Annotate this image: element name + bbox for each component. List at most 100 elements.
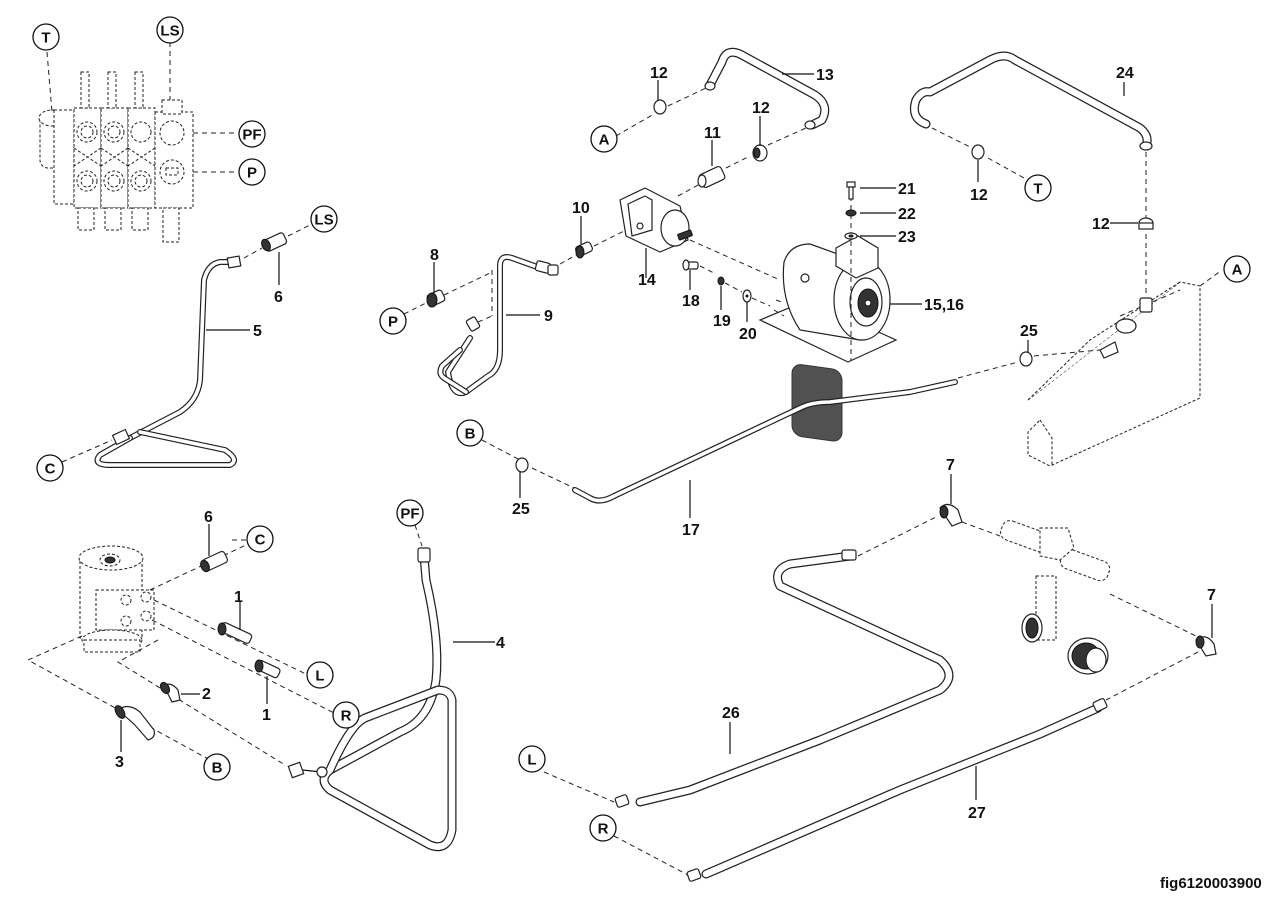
fitting-7-right: [1105, 604, 1217, 701]
callout-6: 6: [274, 289, 283, 306]
bolt-21: [846, 181, 896, 200]
hydraulic-tank: [1027, 269, 1223, 467]
marker-C: C: [246, 525, 274, 553]
callout-18: 18: [682, 293, 700, 310]
fitting-6-top: [261, 232, 288, 252]
fitting-11: [677, 140, 751, 197]
svg-text:B: B: [212, 760, 223, 777]
hydraulic-pump-14: [619, 187, 781, 281]
callout-5: 5: [253, 323, 262, 340]
callout-2: 2: [202, 686, 211, 703]
callout-1: 1: [234, 589, 243, 606]
pipe-5-ls: [61, 223, 313, 468]
marker-R: R: [332, 701, 360, 729]
marker-LS: LS: [310, 205, 338, 233]
callout-13: 13: [816, 67, 834, 84]
callout-25: 25: [512, 501, 530, 518]
svg-text:PF: PF: [242, 127, 261, 144]
callout-11: 11: [704, 125, 721, 142]
figure-id: fig6120003900: [1160, 875, 1262, 892]
svg-text:A: A: [599, 132, 610, 149]
callout-3: 3: [115, 754, 124, 771]
marker-B: B: [203, 753, 231, 781]
marker-P: P: [238, 158, 266, 186]
callout-20: 20: [739, 326, 757, 343]
callout-7: 7: [946, 457, 955, 474]
svg-text:R: R: [341, 708, 352, 725]
washer-23: [844, 232, 896, 240]
marker-B: B: [456, 419, 484, 447]
hose-26: [543, 549, 954, 808]
electric-motor: [758, 196, 922, 442]
clamp-25-a: [515, 457, 529, 498]
steering-unit: [26, 539, 337, 766]
callout-26: 26: [722, 705, 740, 722]
callout-numbers: 1 1 2 3 4 5 6 6 7 7 8 9 10 11 12 12 12 1…: [115, 65, 1216, 822]
callout-17: 17: [682, 522, 700, 539]
callout-1: 1: [262, 707, 271, 724]
fitting-3-elbow45: [114, 705, 155, 752]
control-valve-assembly: [38, 42, 238, 243]
marker-P: P: [379, 307, 407, 335]
pipe-9: [437, 254, 559, 396]
callout-8: 8: [430, 247, 439, 264]
marker-A: A: [590, 125, 618, 153]
marker-T: T: [1024, 174, 1052, 202]
hose-27: [613, 697, 1108, 882]
svg-text:C: C: [255, 532, 266, 549]
steering-cylinder: [961, 520, 1197, 675]
callout-22: 22: [898, 206, 916, 223]
fitting-6-bottom: [200, 524, 229, 573]
hose-13: [615, 47, 830, 146]
lock-washer-22: [845, 209, 896, 217]
callout-6: 6: [204, 509, 213, 526]
callout-24: 24: [1116, 65, 1134, 82]
callout-12: 12: [752, 100, 770, 117]
fitting-8: [403, 262, 493, 315]
callout-10: 10: [572, 200, 590, 217]
hose-24: [909, 51, 1153, 296]
fitting-7-top: [857, 474, 963, 557]
callout-25: 25: [1020, 323, 1038, 340]
marker-A: A: [1223, 255, 1251, 283]
fitting-10: [559, 216, 631, 265]
fitting-2-elbow: [159, 681, 200, 703]
svg-text:P: P: [388, 314, 398, 331]
svg-text:A: A: [1232, 262, 1243, 279]
callout-12: 12: [970, 187, 988, 204]
marker-PF: PF: [396, 499, 424, 527]
marker-L: L: [306, 661, 334, 689]
washer-20: [742, 289, 771, 322]
callout-19: 19: [713, 313, 731, 330]
svg-text:LS: LS: [160, 23, 179, 40]
pipe-17: [481, 349, 1101, 518]
callout-23: 23: [898, 229, 916, 246]
svg-text:T: T: [1033, 181, 1042, 198]
callout-21: 21: [898, 181, 916, 198]
svg-text:L: L: [315, 668, 324, 685]
svg-text:B: B: [465, 426, 476, 443]
callout-9: 9: [544, 308, 553, 325]
marker-PF: PF: [238, 120, 266, 148]
svg-text:L: L: [527, 752, 536, 769]
svg-text:C: C: [45, 461, 56, 478]
svg-text:R: R: [598, 821, 609, 838]
callout-7: 7: [1207, 587, 1216, 604]
pipe-4-pf: [287, 524, 495, 852]
callout-14: 14: [638, 272, 656, 289]
lock-washer-19: [717, 276, 743, 310]
bolt-18: [682, 259, 717, 290]
callout-15-16: 15,16: [924, 297, 964, 314]
clamp-12-d: [1110, 217, 1154, 230]
fitting-1-lower: [254, 659, 281, 704]
marker-C: C: [36, 454, 64, 482]
svg-text:P: P: [247, 165, 257, 182]
clamp-12-c: [971, 144, 985, 182]
marker-L: L: [518, 745, 546, 773]
svg-text:LS: LS: [314, 212, 333, 229]
marker-R: R: [589, 814, 617, 842]
clamp-12-b: [752, 116, 768, 162]
marker-T: T: [32, 23, 60, 51]
callout-27: 27: [968, 805, 986, 822]
